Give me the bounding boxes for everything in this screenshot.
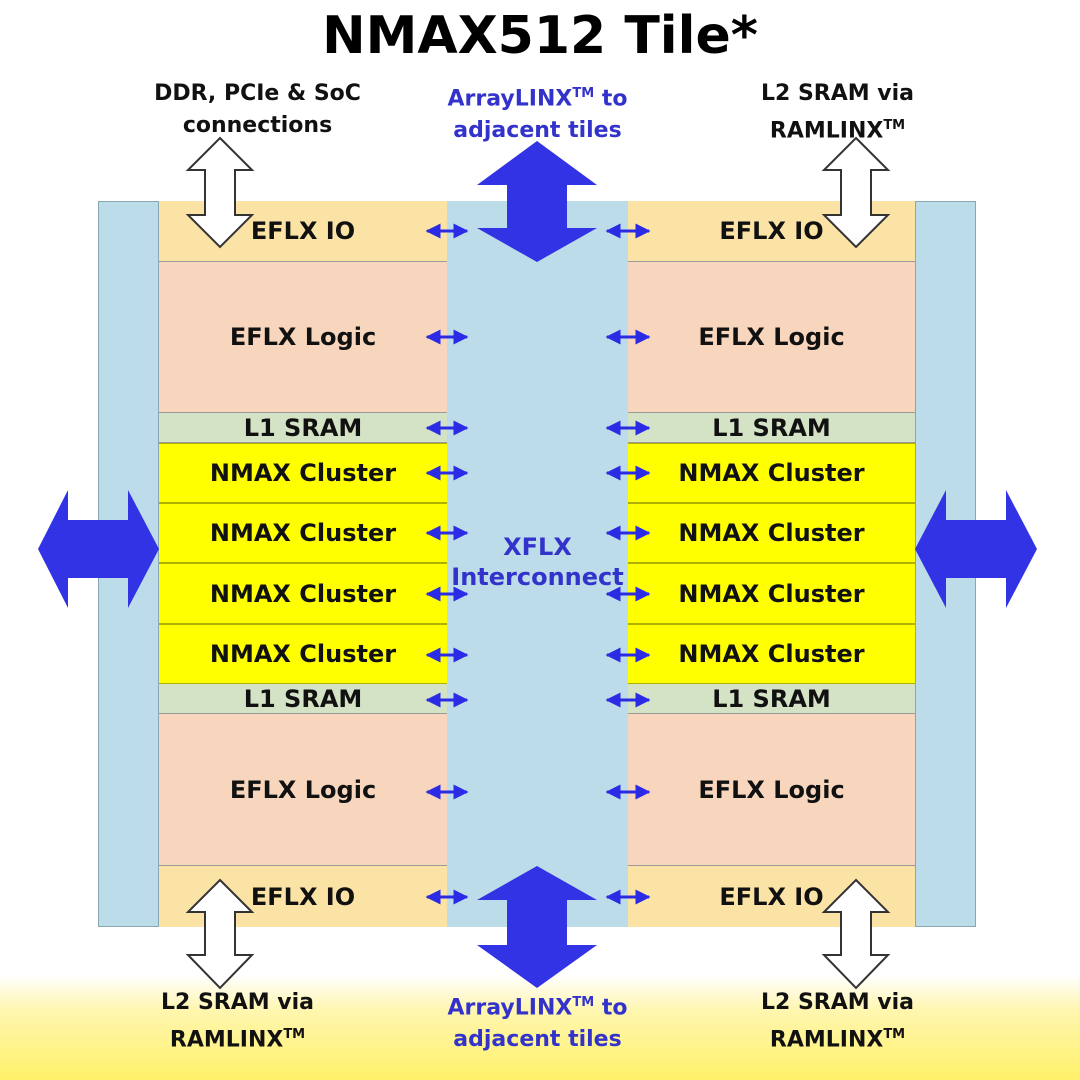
- diagram-title: NMAX512 Tile*: [322, 6, 758, 66]
- xflx-line2: Interconnect: [451, 563, 624, 591]
- left-nmax-cluster-4: NMAX Cluster: [159, 624, 447, 684]
- label-bottom-right: L2 SRAM via RAMLINXTM: [730, 987, 945, 1056]
- right-nmax-cluster-4: NMAX Cluster: [628, 624, 915, 684]
- label-bottom-left-line1: L2 SRAM via: [160, 990, 315, 1015]
- label-bottom-right-line2: RAMLINXTM: [730, 1019, 945, 1056]
- small-link-arrows: [425, 223, 651, 905]
- left-nmax-cluster-1: NMAX Cluster: [159, 443, 447, 503]
- label-bottom-center-line2: adjacent tiles: [453, 1027, 622, 1053]
- label-top-center: ArrayLINXTM to adjacent tiles: [400, 78, 675, 147]
- label-top-right-main: RAMLINX: [769, 118, 884, 144]
- label-bottom-left-sup: TM: [283, 1027, 306, 1042]
- right-eflx-logic-top: EFLX Logic: [628, 262, 915, 413]
- label-top-center-sup: TM: [572, 86, 595, 101]
- left-nmax-cluster-2: NMAX Cluster: [159, 503, 447, 563]
- label-bottom-right-main: RAMLINX: [769, 1027, 884, 1053]
- left-l1-sram-bottom: L1 SRAM: [159, 684, 447, 714]
- xflx-line1: XFLX: [503, 533, 572, 561]
- label-top-left-line1: DDR, PCIe & SoC: [154, 81, 361, 106]
- right-l1-sram-bottom: L1 SRAM: [628, 684, 915, 714]
- label-bottom-center-main: ArrayLINX: [447, 995, 573, 1021]
- label-bottom-center: ArrayLINXTM to adjacent tiles: [400, 987, 675, 1056]
- top-center-arraylinx-arrow: [477, 141, 597, 262]
- xflx-interconnect-label: XFLX Interconnect: [447, 532, 628, 592]
- left-block-column: EFLX IO EFLX Logic L1 SRAM NMAX Cluster …: [159, 201, 447, 927]
- left-eflx-logic-top: EFLX Logic: [159, 262, 447, 413]
- left-nmax-cluster-3: NMAX Cluster: [159, 563, 447, 624]
- right-nmax-cluster-2: NMAX Cluster: [628, 503, 915, 563]
- label-top-right-line1: L2 SRAM via: [760, 81, 915, 106]
- top-left-hollow-arrow: [185, 136, 255, 249]
- bottom-center-arraylinx-arrow: [477, 866, 597, 988]
- label-top-center-main: ArrayLINX: [447, 86, 573, 112]
- label-bottom-center-tail: to: [594, 995, 628, 1021]
- label-bottom-center-sup: TM: [572, 995, 595, 1010]
- top-right-hollow-arrow: [821, 136, 891, 249]
- left-side-arrow: [38, 490, 159, 608]
- bottom-left-hollow-arrow: [185, 878, 255, 990]
- label-bottom-right-line1: L2 SRAM via: [760, 990, 915, 1015]
- right-l1-sram-top: L1 SRAM: [628, 413, 915, 443]
- right-eflx-logic-bottom: EFLX Logic: [628, 714, 915, 866]
- label-bottom-center-line1: ArrayLINXTM to: [400, 987, 675, 1024]
- label-bottom-right-sup: TM: [883, 1027, 906, 1042]
- left-l1-sram-top: L1 SRAM: [159, 413, 447, 443]
- label-top-right-line2: RAMLINXTM: [730, 110, 945, 147]
- label-bottom-left: L2 SRAM via RAMLINXTM: [130, 987, 345, 1056]
- label-top-center-line2: adjacent tiles: [453, 118, 622, 144]
- label-top-center-tail: to: [594, 86, 628, 112]
- right-side-arrow: [915, 490, 1037, 608]
- label-bottom-left-main: RAMLINX: [169, 1027, 284, 1053]
- label-top-left: DDR, PCIe & SoC connections: [130, 78, 385, 142]
- right-nmax-cluster-3: NMAX Cluster: [628, 563, 915, 624]
- label-top-left-line2: connections: [182, 113, 333, 138]
- label-top-right-sup: TM: [883, 118, 906, 133]
- right-nmax-cluster-1: NMAX Cluster: [628, 443, 915, 503]
- label-top-right: L2 SRAM via RAMLINXTM: [730, 78, 945, 147]
- xflx-interconnect-column: [447, 201, 628, 927]
- label-bottom-left-line2: RAMLINXTM: [130, 1019, 345, 1056]
- label-top-center-line1: ArrayLINXTM to: [400, 78, 675, 115]
- right-block-column: EFLX IO EFLX Logic L1 SRAM NMAX Cluster …: [628, 201, 915, 927]
- bottom-right-hollow-arrow: [821, 878, 891, 990]
- left-eflx-logic-bottom: EFLX Logic: [159, 714, 447, 866]
